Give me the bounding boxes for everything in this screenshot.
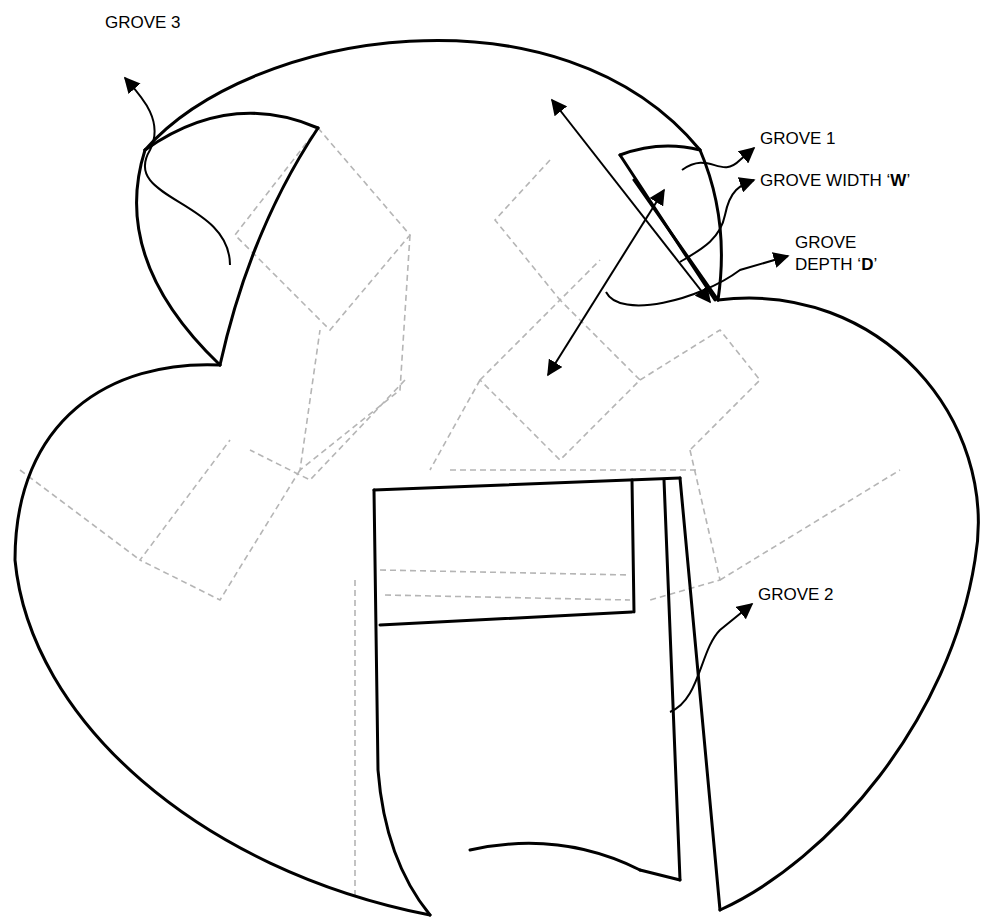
leader-arrows <box>125 78 788 712</box>
sphere-outline <box>15 40 978 915</box>
dimension-arrows <box>548 100 710 375</box>
callout-label: GROVE DEPTH ‘D’ <box>795 232 915 276</box>
callout-label: GROVE 1 <box>760 128 900 150</box>
callout-label: GROVE WIDTH ‘W’ <box>760 170 960 192</box>
callout-label: GROVE 2 <box>758 584 898 606</box>
callout-label: GROVE 3 <box>105 12 245 34</box>
hidden-edges <box>20 128 900 900</box>
